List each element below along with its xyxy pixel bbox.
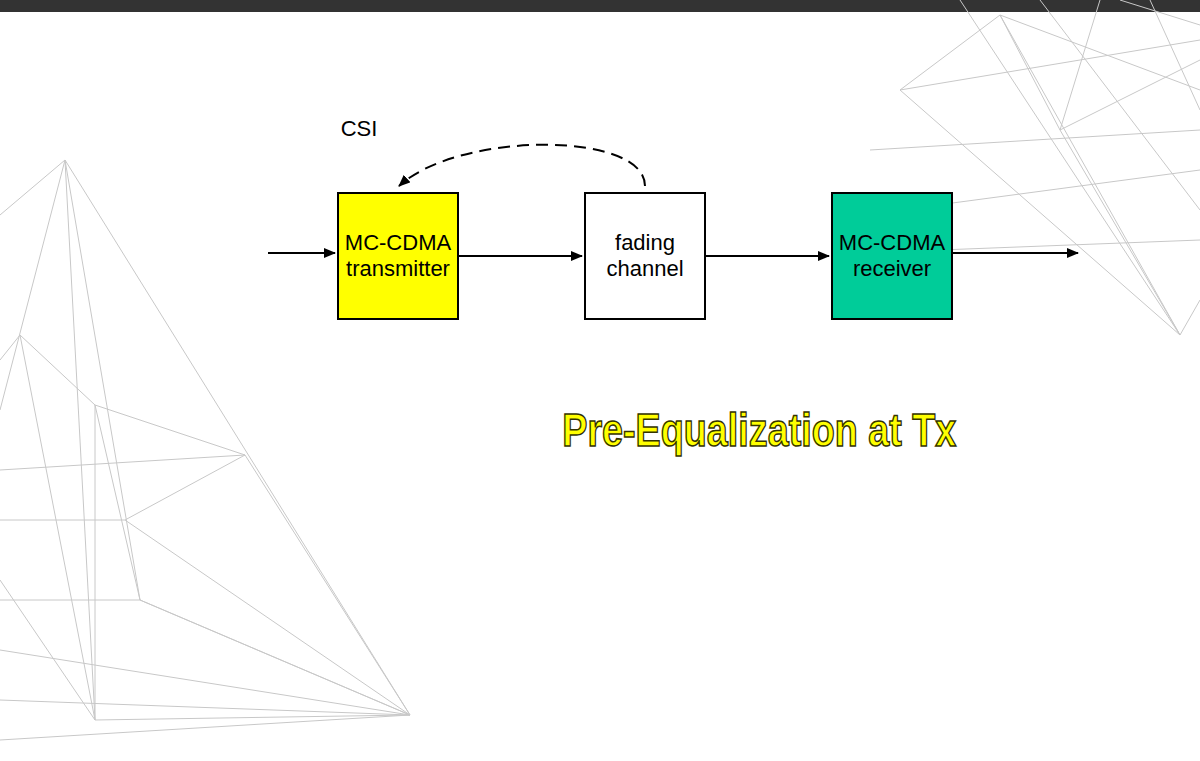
signal-arrow	[459, 255, 582, 257]
node-label: MC-CDMA transmitter	[339, 230, 457, 282]
slide-title: Pre-Equalization at Tx	[562, 403, 956, 457]
receiver-box: MC-CDMA receiver	[831, 192, 953, 320]
channel-box: fading channel	[584, 192, 706, 320]
output-arrow	[953, 252, 1078, 254]
feedback-arrow	[399, 145, 645, 186]
header-bar	[0, 0, 1200, 12]
node-label: MC-CDMA receiver	[833, 230, 951, 282]
edge-label: CSI	[339, 116, 380, 142]
transmitter-box: MC-CDMA transmitter	[337, 192, 459, 320]
signal-arrow	[706, 255, 829, 257]
node-label: fading channel	[586, 230, 704, 282]
input-arrow	[268, 252, 335, 254]
